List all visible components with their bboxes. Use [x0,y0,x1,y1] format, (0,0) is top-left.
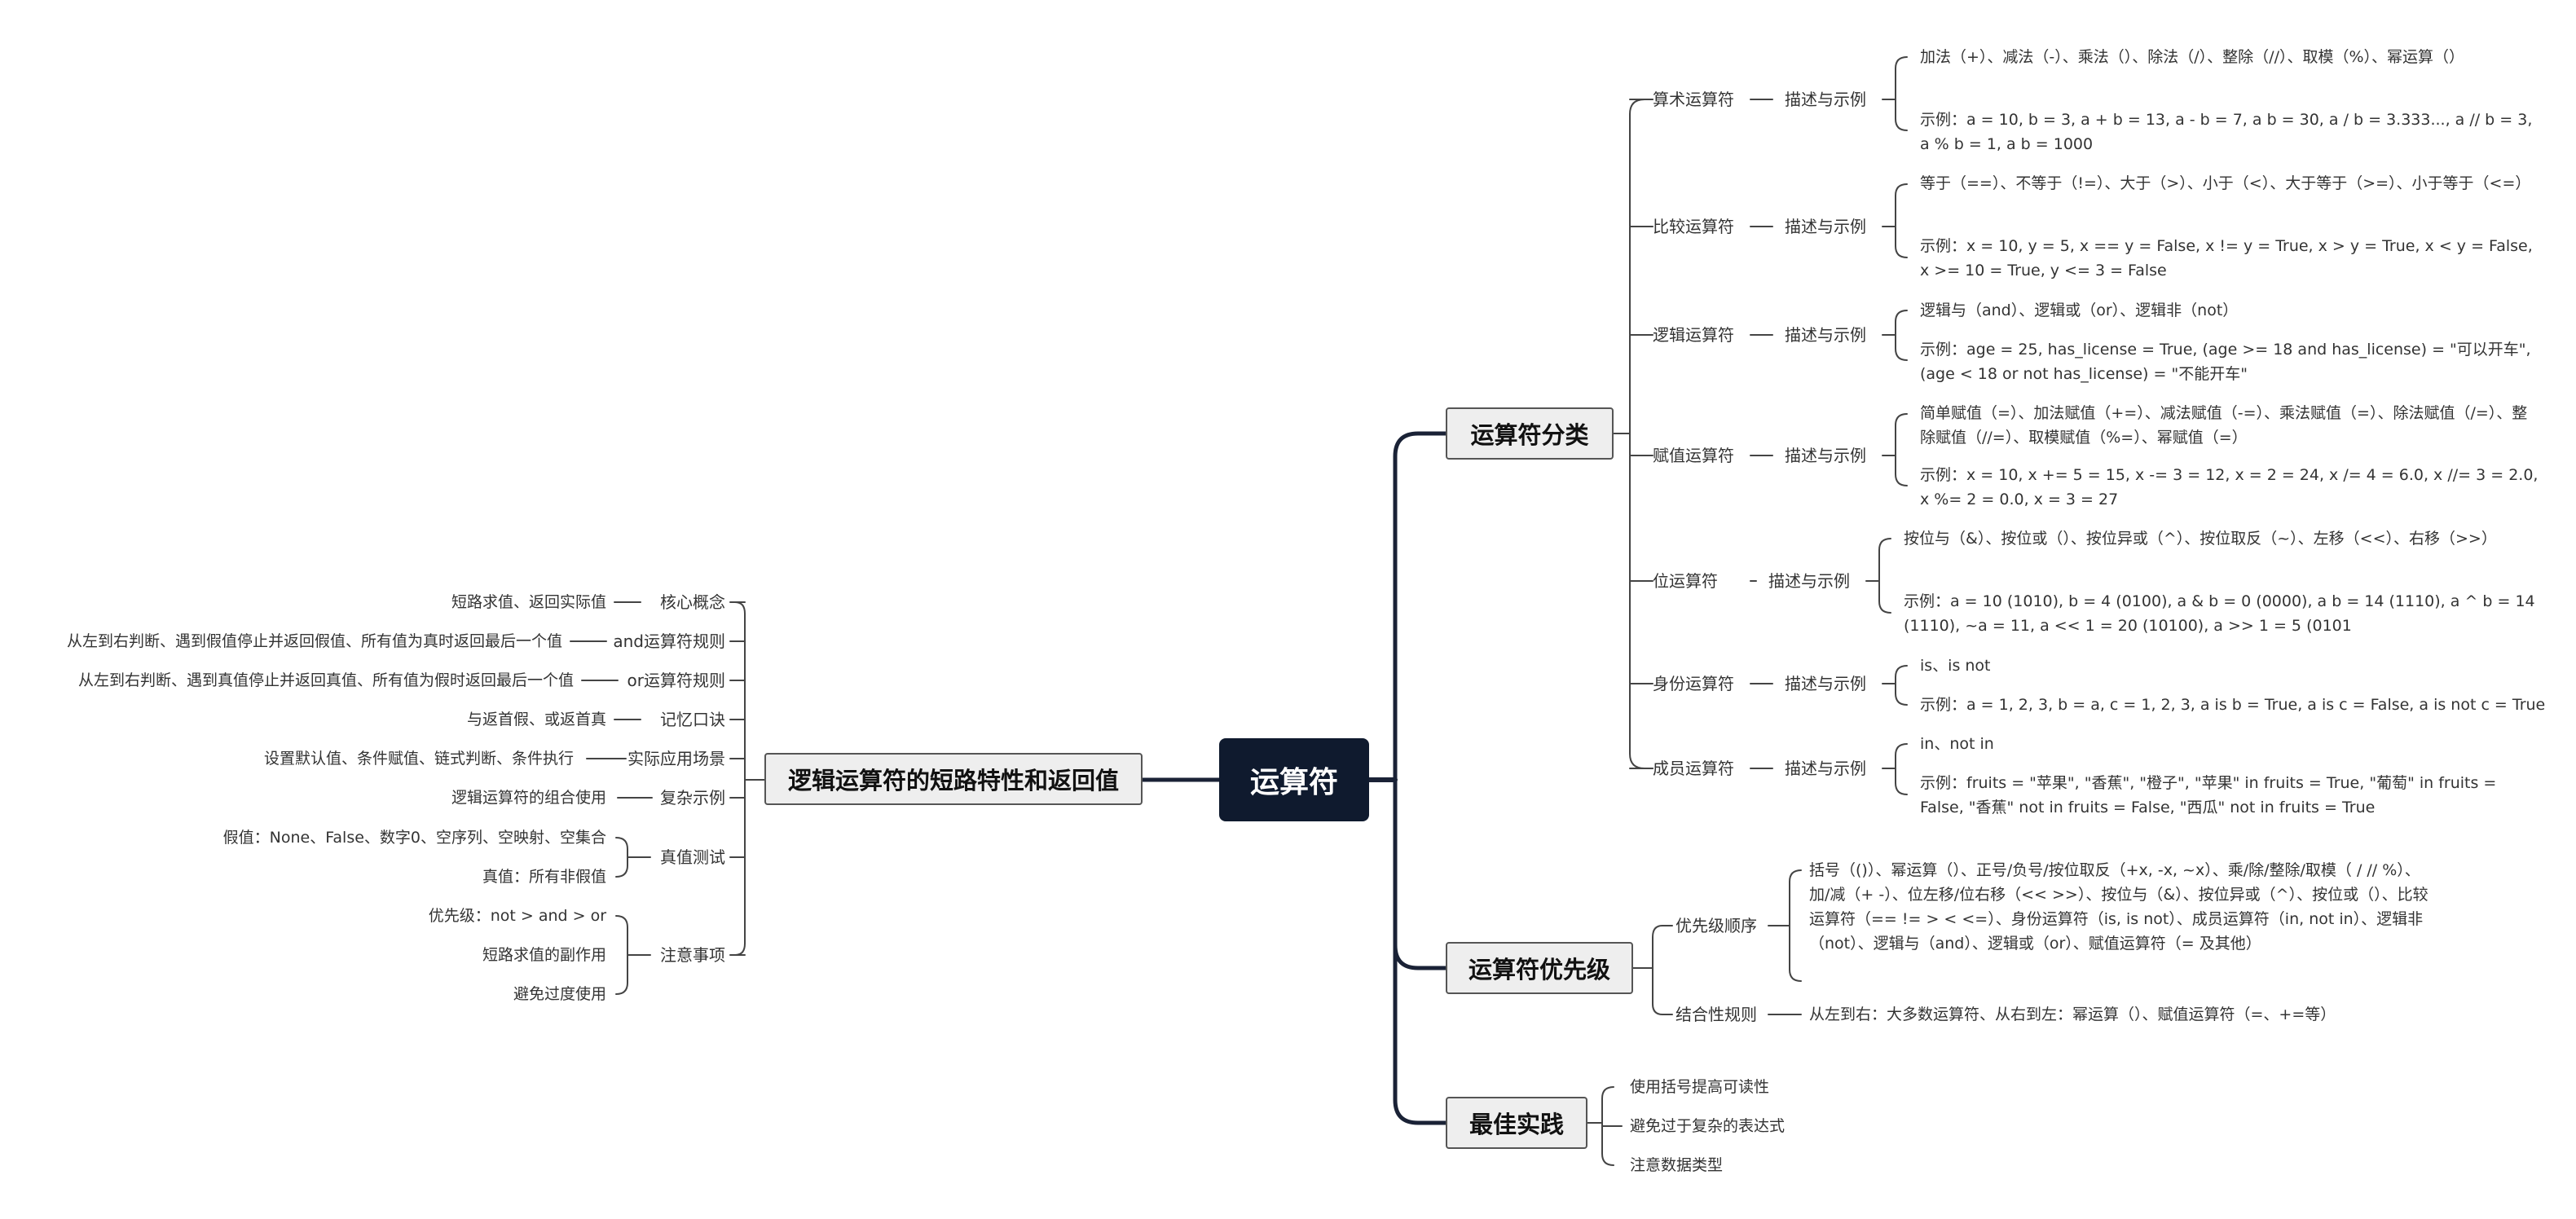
precedence-order-text: 括号（()）、幂运算（）、正号/负号/按位取反（+x, -x, ~x）、乘/除/… [1809,861,2428,953]
best-practice-3: 注意数据类型 [1630,1156,1724,1174]
connector-best [1393,777,1448,1125]
logic-notes-precedence: 优先级：not > and > or [428,907,606,925]
associativity-text: 从左到右：大多数运算符、从右到左：幂运算（）、赋值运算符（=、+=等） [1809,1006,2336,1023]
logic-or-rule-leaf: 从左到右判断、遇到真值停止并返回真值、所有值为假时返回最后一个值 [77,671,574,689]
link-logical[interactable]: 描述与示例 [1785,325,1866,345]
logic-truth-truthy: 真值：所有非假值 [482,868,606,886]
logic-use-cases-leaf: 设置默认值、条件赋值、链式判断、条件执行 [263,750,574,768]
desc-assignment: 简单赋值（=）、加法赋值（+=）、减法赋值（-=）、乘法赋值（=）、除法赋值（/… [1920,404,2528,447]
link-arithmetic[interactable]: 描述与示例 [1785,90,1866,109]
category-assignment[interactable]: 赋值运算符 [1653,446,1734,465]
leaf-bracket [1895,183,1908,258]
logic-notes[interactable]: 注意事项 [660,945,725,965]
link-assignment[interactable]: 描述与示例 [1785,446,1866,465]
category-comparison[interactable]: 比较运算符 [1653,217,1734,236]
category-membership[interactable]: 成员运算符 [1653,759,1734,778]
associativity-rules[interactable]: 结合性规则 [1676,1005,1757,1024]
example-comparison: 示例：x = 10, y = 5, x == y = False, x != y… [1920,237,2533,279]
example-bitwise: 示例：a = 10 (1010), b = 4 (0100), a & b = … [1904,592,2535,635]
logic-and-rule[interactable]: and运算符规则 [613,632,725,651]
example-membership: 示例：fruits = "苹果", "香蕉", "橙子", "苹果" in fr… [1920,774,2497,816]
logic-complex-example[interactable]: 复杂示例 [660,788,725,808]
connector-precedence [1393,777,1448,970]
category-identity[interactable]: 身份运算符 [1653,674,1734,693]
logic-notes-side-effect: 短路求值的副作用 [482,946,606,964]
precedence-spine [1652,925,1673,1015]
categories-spine [1629,99,1653,769]
leaf-bracket [1878,538,1891,614]
logic-use-cases[interactable]: 实际应用场景 [627,749,725,768]
precedence-order-bracket [1789,869,1802,982]
topic-precedence[interactable]: 运算符优先级 [1446,942,1633,994]
logic-and-rule-leaf: 从左到右判断、遇到假值停止并返回假值、所有值为真时返回最后一个值 [66,632,562,650]
root-node[interactable]: 运算符 [1219,738,1369,821]
logic-mnemonic-leaf: 与返首假、或返首真 [466,711,606,728]
link-membership[interactable]: 描述与示例 [1785,759,1866,778]
best-practice-1: 使用括号提高可读性 [1630,1078,1770,1096]
leaf-bracket [1895,665,1908,706]
logic-truth-falsy: 假值：None、False、数字0、空序列、空映射、空集合 [222,829,606,847]
example-assignment: 示例：x = 10, x += 5 = 15, x -= 3 = 12, x =… [1920,466,2539,508]
logic-core-concept[interactable]: 核心概念 [660,592,725,612]
logic-core-concept-leaf: 短路求值、返回实际值 [451,593,606,611]
desc-identity: is、is not [1920,657,1991,675]
logic-complex-example-leaf: 逻辑运算符的组合使用 [451,789,606,807]
logic-mnemonic[interactable]: 记忆口诀 [660,710,725,729]
precedence-order[interactable]: 优先级顺序 [1676,916,1757,935]
leaf-bracket [1895,743,1908,795]
example-logical: 示例：age = 25, has_license = True, (age >=… [1920,341,2531,383]
best-bracket [1601,1086,1623,1166]
leaf-bracket [1895,310,1908,361]
desc-membership: in、not in [1920,735,1994,753]
category-arithmetic[interactable]: 算术运算符 [1653,90,1734,109]
category-logical[interactable]: 逻辑运算符 [1653,325,1734,345]
connector-categories [1393,431,1448,782]
leaf-bracket [1895,56,1908,131]
desc-comparison: 等于（==）、不等于（!=）、大于（>）、小于（<）、大于等于（>=）、小于等于… [1920,174,2531,192]
logic-notes-overuse: 避免过度使用 [513,985,606,1003]
desc-bitwise: 按位与（&）、按位或（）、按位异或（^）、按位取反（~）、左移（<<）、右移（>… [1904,530,2497,548]
leaf-bracket [1895,413,1908,486]
example-identity: 示例：a = 1, 2, 3, b = a, c = 1, 2, 3, a is… [1920,696,2546,714]
logic-spine [734,601,746,956]
link-identity[interactable]: 描述与示例 [1785,674,1866,693]
logic-or-rule[interactable]: or运算符规则 [627,671,725,690]
link-bitwise[interactable]: 描述与示例 [1768,571,1850,591]
topic-logic-short-circuit[interactable]: 逻辑运算符的短路特性和返回值 [764,753,1143,805]
best-practice-2: 避免过于复杂的表达式 [1630,1117,1786,1135]
category-bitwise[interactable]: 位运算符 [1653,571,1718,591]
topic-best-practices[interactable]: 最佳实践 [1446,1097,1587,1149]
logic-truth-test[interactable]: 真值测试 [660,847,725,867]
link-comparison[interactable]: 描述与示例 [1785,217,1866,236]
desc-arithmetic: 加法（+）、减法（-）、乘法（）、除法（/）、整除（//）、取模（%）、幂运算（… [1920,48,2465,66]
example-arithmetic: 示例：a = 10, b = 3, a + b = 13, a - b = 7,… [1920,111,2533,153]
topic-categories[interactable]: 运算符分类 [1446,407,1614,460]
desc-logical: 逻辑与（and）、逻辑或（or）、逻辑非（not） [1920,301,2239,319]
